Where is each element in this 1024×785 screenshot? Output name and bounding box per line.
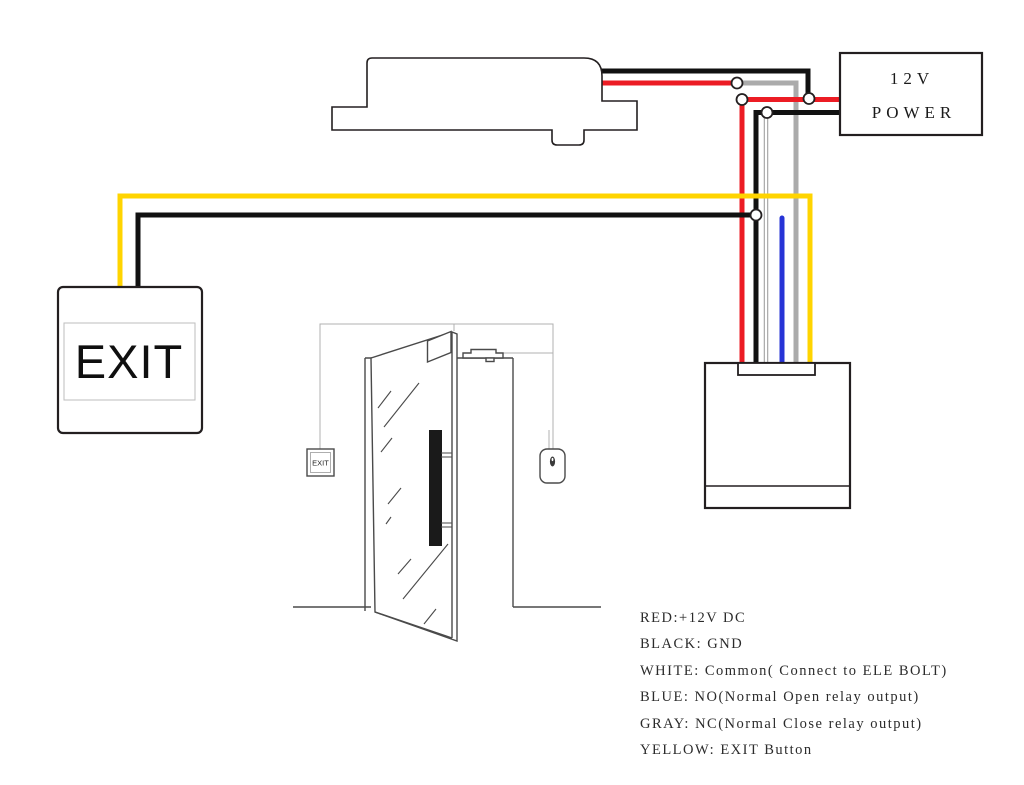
wire-gray-nc — [738, 80, 799, 366]
wire-color-legend: RED:+12V DC BLACK: GND WHITE: Common( Co… — [640, 610, 948, 758]
door-handle-bar — [429, 430, 442, 546]
glass-door-panel — [370, 331, 458, 642]
wire-black-gnd — [753, 110, 846, 366]
junction-exit-gnd — [749, 208, 763, 222]
exit-button-face — [63, 322, 196, 401]
door-illustration: EXIT — [293, 323, 601, 642]
reader-sensor-icon — [549, 456, 556, 467]
lock-body — [703, 361, 852, 510]
bolt-keeper-plate — [462, 348, 504, 359]
power-supply-box: 12V POWER — [838, 51, 984, 137]
lock-terminal-notch — [737, 362, 816, 376]
exit-button-label: EXIT — [75, 335, 183, 388]
access-controller-outline — [331, 57, 638, 146]
legend-line-blue: BLUE: NO(Normal Open relay output) — [640, 689, 920, 705]
legend-line-red: RED:+12V DC — [640, 610, 746, 626]
junction-black-white — [760, 106, 774, 119]
door-handle-arms — [441, 452, 452, 528]
leader-line-exit-sign — [319, 323, 554, 449]
bolt-keeper-tab — [485, 357, 495, 363]
wall-exit-sign-label: EXIT — [312, 459, 329, 468]
junction-red-corner — [735, 93, 749, 106]
junction-black-red — [802, 92, 816, 105]
wall-exit-sign-inner — [310, 452, 331, 473]
junction-dots — [730, 76, 816, 222]
wire-device-black — [600, 68, 811, 95]
power-label-line1: 12V — [890, 69, 934, 88]
wire-exit-black — [135, 212, 752, 290]
glass-reflections — [377, 382, 449, 625]
door-bottom-inner — [374, 611, 453, 639]
reader-sensor-dot — [551, 457, 554, 462]
bolt-lock-body — [426, 330, 452, 364]
exit-button-box: EXIT — [56, 285, 204, 435]
power-label-line2: POWER — [872, 103, 957, 122]
electric-bolt-lock — [703, 361, 852, 510]
junction-red-gray — [730, 76, 744, 90]
legend-line-gray: GRAY: NC(Normal Close relay output) — [640, 716, 923, 732]
legend-line-white: WHITE: Common( Connect to ELE BOLT) — [640, 663, 948, 679]
legend-line-yellow: YELLOW: EXIT Button — [640, 742, 813, 758]
legend-line-black: BLACK: GND — [640, 636, 743, 652]
wire-yellow-exit — [117, 193, 813, 366]
